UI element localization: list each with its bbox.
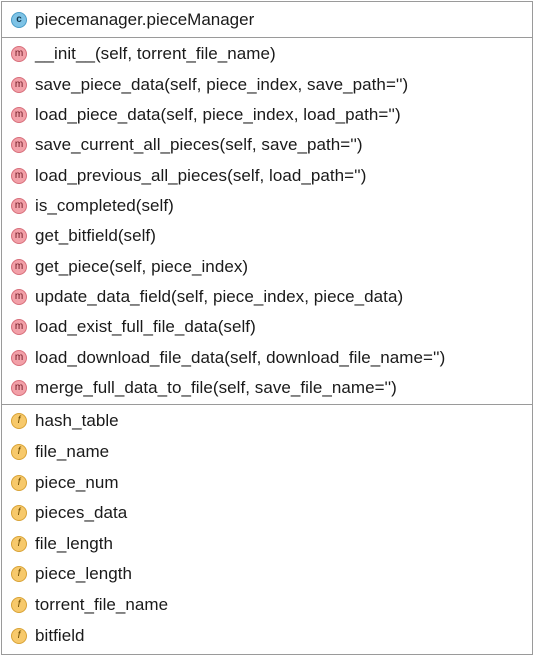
- method-label: __init__(self, torrent_file_name): [35, 44, 276, 64]
- method-row[interactable]: m save_piece_data(self, piece_index, sav…: [2, 69, 532, 99]
- method-row[interactable]: m get_bitfield(self): [2, 221, 532, 251]
- method-icon: m: [11, 379, 27, 396]
- field-label: piece_length: [35, 564, 133, 584]
- field-row[interactable]: f pieces_data: [2, 498, 532, 529]
- method-row[interactable]: m __init__(self, torrent_file_name): [2, 39, 532, 69]
- method-icon: m: [11, 46, 27, 63]
- field-label: file_name: [35, 442, 110, 462]
- field-label: bitfield: [35, 625, 85, 645]
- method-label: save_piece_data(self, piece_index, save_…: [35, 74, 409, 94]
- method-icon: m: [11, 76, 27, 93]
- field-row[interactable]: f piece_length: [2, 559, 532, 590]
- field-label: torrent_file_name: [35, 594, 169, 614]
- field-icon: f: [11, 444, 27, 461]
- method-icon: m: [11, 228, 27, 245]
- method-label: get_piece(self, piece_index): [35, 256, 249, 276]
- field-row[interactable]: f hash_table: [2, 406, 532, 437]
- field-label: pieces_data: [35, 503, 128, 523]
- method-icon: m: [11, 288, 27, 305]
- field-icon: f: [11, 627, 27, 644]
- method-label: merge_full_data_to_file(self, save_file_…: [35, 377, 397, 397]
- method-label: save_current_all_pieces(self, save_path=…: [35, 135, 363, 155]
- method-row[interactable]: m get_piece(self, piece_index): [2, 251, 532, 281]
- field-row[interactable]: f file_length: [2, 529, 532, 560]
- method-label: update_data_field(self, piece_index, pie…: [35, 286, 404, 306]
- method-label: get_bitfield(self): [35, 226, 156, 246]
- field-icon: f: [11, 566, 27, 583]
- field-icon: f: [11, 596, 27, 613]
- method-icon: m: [11, 258, 27, 275]
- field-row[interactable]: f torrent_file_name: [2, 590, 532, 621]
- methods-section: m __init__(self, torrent_file_name) m sa…: [2, 38, 532, 406]
- method-icon: m: [11, 137, 27, 154]
- field-row[interactable]: f piece_num: [2, 467, 532, 498]
- method-row[interactable]: m load_previous_all_pieces(self, load_pa…: [2, 160, 532, 190]
- method-icon: m: [11, 167, 27, 184]
- method-row[interactable]: m is_completed(self): [2, 191, 532, 221]
- method-label: load_exist_full_file_data(self): [35, 317, 256, 337]
- field-row[interactable]: f bitfield: [2, 620, 532, 651]
- method-label: load_piece_data(self, piece_index, load_…: [35, 104, 401, 124]
- method-icon: m: [11, 349, 27, 366]
- method-row[interactable]: m merge_full_data_to_file(self, save_fil…: [2, 373, 532, 403]
- class-name: piecemanager.pieceManager: [35, 9, 255, 29]
- method-label: is_completed(self): [35, 195, 174, 215]
- field-label: hash_table: [35, 411, 119, 431]
- field-label: piece_num: [35, 472, 119, 492]
- method-row[interactable]: m load_download_file_data(self, download…: [2, 342, 532, 372]
- method-icon: m: [11, 319, 27, 336]
- class-header[interactable]: c piecemanager.pieceManager: [2, 2, 532, 38]
- method-row[interactable]: m save_current_all_pieces(self, save_pat…: [2, 130, 532, 160]
- field-icon: f: [11, 474, 27, 491]
- field-icon: f: [11, 505, 27, 522]
- method-label: load_previous_all_pieces(self, load_path…: [35, 165, 367, 185]
- field-icon: f: [11, 535, 27, 552]
- method-row[interactable]: m load_exist_full_file_data(self): [2, 312, 532, 342]
- class-icon: c: [11, 11, 27, 28]
- method-icon: m: [11, 106, 27, 123]
- method-row[interactable]: m load_piece_data(self, piece_index, loa…: [2, 100, 532, 130]
- field-row[interactable]: f file_name: [2, 437, 532, 468]
- field-label: file_length: [35, 533, 114, 553]
- fields-section: f hash_table f file_name f piece_num f p…: [2, 405, 532, 652]
- method-row[interactable]: m update_data_field(self, piece_index, p…: [2, 282, 532, 312]
- field-icon: f: [11, 413, 27, 430]
- method-label: load_download_file_data(self, download_f…: [35, 347, 446, 367]
- method-icon: m: [11, 197, 27, 214]
